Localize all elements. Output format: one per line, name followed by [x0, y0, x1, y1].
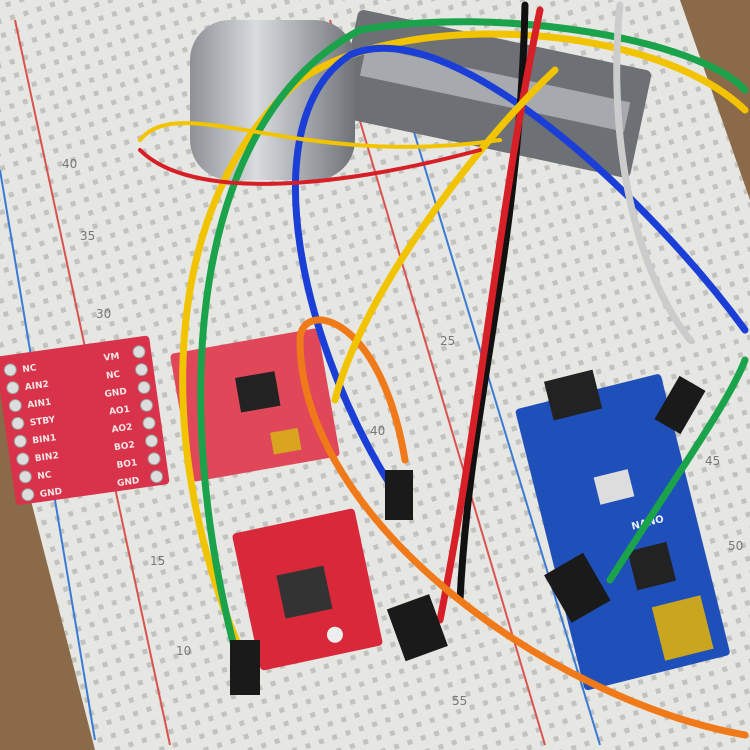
motor-driver-module — [0, 335, 170, 505]
row-number: 55 — [452, 694, 467, 708]
wire-green — [197, 18, 749, 654]
pin-label: GND — [117, 476, 141, 489]
jumper-wires — [138, 1, 749, 739]
pin-label: STBY — [29, 415, 56, 429]
rail-blue — [379, 19, 601, 746]
row-number: 45 — [705, 454, 720, 468]
jumper-connectors — [230, 375, 706, 695]
pin-label: AIN1 — [27, 398, 52, 411]
pin-label: AO1 — [109, 405, 131, 418]
jumper-connector — [544, 552, 611, 623]
wire-gray — [613, 1, 694, 344]
pin-label: BIN2 — [34, 451, 59, 464]
pin-label: GND — [104, 387, 128, 400]
driver-board-upper — [170, 328, 340, 482]
pin-label: NC — [22, 363, 38, 375]
wire-yellow-2 — [331, 66, 559, 404]
jumper-connector — [386, 594, 448, 662]
pin-label: NC — [37, 470, 53, 482]
wire-motor-red — [138, 148, 482, 186]
pin-label: BO2 — [114, 440, 136, 453]
pin-label: AIN2 — [24, 380, 49, 393]
driver-pin-labels: NC AIN2 AIN1 STBY BIN1 BIN2 NC GND VM NC… — [3, 345, 164, 502]
row-number: 40 — [62, 157, 77, 171]
wire-green-2 — [606, 356, 749, 584]
wire-red — [436, 6, 544, 624]
jumper-connector — [385, 470, 413, 520]
pin-label: BO1 — [116, 458, 138, 471]
pin-label: BIN1 — [32, 433, 57, 446]
jumper-connector — [230, 640, 260, 695]
stepper-driver-board — [232, 508, 383, 671]
wire-motor-yellow — [138, 121, 502, 149]
row-number: 15 — [150, 554, 165, 568]
row-number: 50 — [728, 539, 743, 553]
row-number: 40 — [370, 424, 385, 438]
breadboard-numbers: 40 35 30 15 10 25 40 45 50 55 — [62, 157, 743, 708]
jumper-connector — [654, 375, 706, 435]
pin-label: VM — [103, 352, 120, 364]
row-number: 10 — [176, 644, 191, 658]
pin-label: AO2 — [111, 423, 133, 436]
row-number: 25 — [440, 334, 455, 348]
rail-red — [329, 19, 546, 746]
pin-label: GND — [39, 487, 63, 500]
row-number: 35 — [80, 229, 95, 243]
row-number: 30 — [96, 307, 111, 321]
pin-label: NC — [105, 370, 121, 382]
